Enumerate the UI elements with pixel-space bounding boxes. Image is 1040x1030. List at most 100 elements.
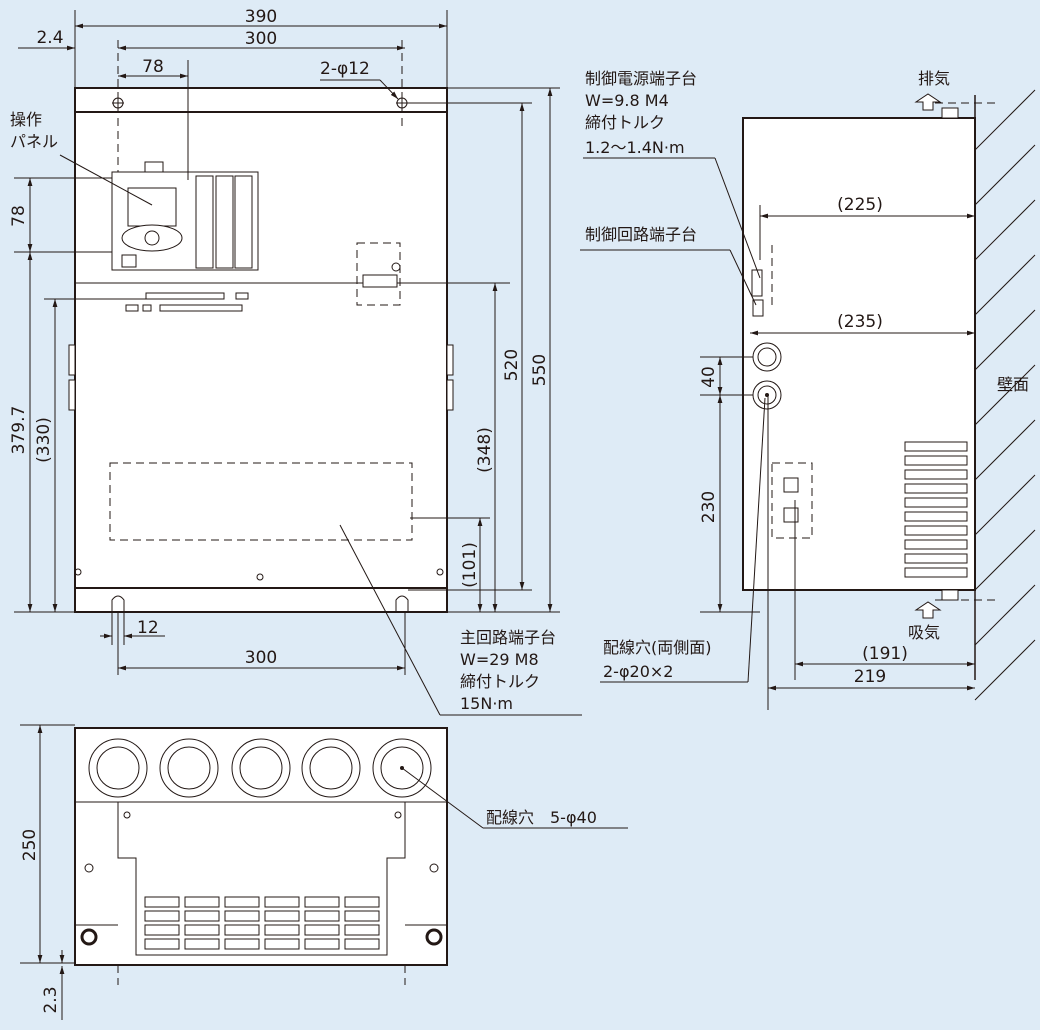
wiring-hole-outer [301, 738, 361, 798]
dim-330: (330) [34, 417, 54, 463]
front-view: 390 2.4 300 78 2-φ12 78 379.7 (330) 550 … [9, 7, 582, 716]
ctrl-circuit-label: 制御回路端子台 [585, 225, 697, 244]
exhaust-arrow-icon [914, 93, 942, 111]
main-terminal-label-1: 主回路端子台 [460, 628, 556, 647]
wiring-hole-inner [309, 746, 353, 790]
side-holes-label-2: 2-φ20×2 [603, 662, 673, 681]
grill-slot [224, 924, 260, 936]
grill-slot [184, 896, 220, 908]
grill-slot [304, 938, 340, 950]
grill-slot [264, 924, 300, 936]
wiring-hole-inner [96, 746, 140, 790]
grill-slot [224, 910, 260, 922]
dim-250: 250 [20, 829, 40, 861]
grill-slot [344, 924, 380, 936]
wall-hatch-line [974, 309, 1036, 371]
grill-slot [304, 910, 340, 922]
grill-slot [184, 924, 220, 936]
dim-225: (225) [837, 195, 883, 215]
vent-slot [904, 525, 968, 536]
grill-slot [144, 910, 180, 922]
dim-379-7: 379.7 [9, 406, 29, 455]
wiring-hole-inner [380, 746, 424, 790]
dim-520: 520 [502, 349, 522, 381]
dim-2-4: 2.4 [36, 28, 63, 48]
vent-slot [904, 455, 968, 466]
wiring-hole-outer [159, 738, 219, 798]
dim-holes: 2-φ12 [320, 59, 370, 79]
panel-label-1: 操作 [10, 110, 42, 129]
bottom-vent-grill [144, 896, 380, 950]
grill-slot [264, 938, 300, 950]
wall-hatch-line [974, 254, 1036, 316]
wiring-hole-outer [88, 738, 148, 798]
grill-slot [224, 896, 260, 908]
wiring-holes-label: 配線穴 5-φ40 [486, 808, 597, 827]
grill-slot [344, 896, 380, 908]
grill-slot [184, 910, 220, 922]
ctrl-power-label-2: W=9.8 M4 [585, 91, 669, 110]
bottom-slot-right [395, 595, 409, 612]
vent-slot [904, 553, 968, 564]
intake-arrow-icon [914, 601, 942, 619]
vent-slot [904, 469, 968, 480]
vent-slot [904, 539, 968, 550]
intake-label: 吸気 [908, 623, 940, 642]
vent-slot [904, 567, 968, 578]
wall-hatch-line [974, 89, 1036, 151]
grill-slot [144, 924, 180, 936]
main-terminal-area [109, 462, 413, 541]
dim-12: 12 [137, 618, 159, 638]
wall-hatch-line [974, 144, 1036, 206]
grill-slot [144, 938, 180, 950]
wall-hatch-line [974, 639, 1036, 701]
wiring-hole-inner [167, 746, 211, 790]
bottom-view: 250 2.3 配線穴 5-φ40 [20, 724, 628, 1020]
dim-230: 230 [699, 491, 719, 523]
wall-hatch-line [974, 199, 1036, 261]
grill-slot [344, 938, 380, 950]
operator-panel [111, 161, 259, 271]
grill-slot [264, 896, 300, 908]
wall-hatch-line [974, 584, 1036, 646]
ctrl-power-label-4: 1.2〜1.4N·m [585, 138, 685, 157]
dim-390: 390 [245, 7, 277, 27]
dim-78-left: 78 [9, 205, 29, 227]
vent-slot [904, 441, 968, 452]
vent-slot [904, 483, 968, 494]
front-enclosure [74, 87, 448, 613]
dim-2-3: 2.3 [41, 986, 61, 1013]
grill-slot [144, 896, 180, 908]
dim-40: 40 [699, 366, 719, 388]
ctrl-power-label-3: 締付トルク [585, 113, 665, 132]
wall-hatch-line [974, 364, 1036, 426]
dim-219: 219 [854, 667, 886, 687]
grill-slot [304, 896, 340, 908]
dim-550: 550 [530, 354, 550, 386]
grill-slot [344, 910, 380, 922]
bottom-slot-left [111, 595, 125, 612]
panel-label-2: パネル [10, 132, 58, 151]
dim-300-top: 300 [245, 29, 277, 49]
grill-slot [184, 938, 220, 950]
wall-label: 壁面 [997, 375, 1029, 394]
grill-slot [224, 938, 260, 950]
dim-78-top: 78 [142, 57, 164, 77]
side-view: /* hatch drawn below */ 排気 吸気 壁面 (225) (… [580, 69, 1036, 710]
vent-slot [904, 511, 968, 522]
wall-hatch-line [974, 419, 1036, 481]
dim-235: (235) [837, 312, 883, 332]
exhaust-label: 排気 [918, 69, 950, 88]
control-terminal-strip [125, 292, 249, 312]
grill-slot [264, 910, 300, 922]
wall-hatch-line [974, 529, 1036, 591]
grill-slot [304, 924, 340, 936]
main-terminal-label-3: 締付トルク [460, 672, 540, 691]
wiring-hole-outer [231, 738, 291, 798]
control-power-terminal [362, 262, 401, 288]
ctrl-power-label-1: 制御電源端子台 [585, 69, 697, 88]
dim-101: (101) [460, 542, 480, 588]
dim-191: (191) [862, 644, 908, 664]
wall-hatch-line [974, 474, 1036, 536]
